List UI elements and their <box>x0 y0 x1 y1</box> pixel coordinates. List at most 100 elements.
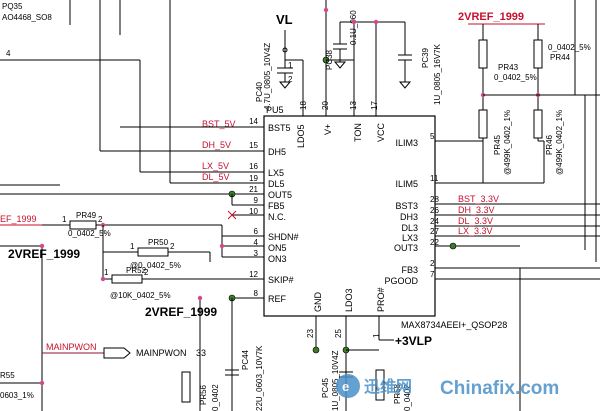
out3-node-green <box>449 242 457 250</box>
pc40-pin2: 2 <box>288 75 293 84</box>
pinnum-4: 4 <box>254 238 259 247</box>
pc38-ref: PC38 <box>325 49 334 70</box>
net-vref-left: 2VREF_1999 <box>8 247 80 261</box>
pr43-ref: PR43 <box>498 63 519 72</box>
pinnum-6: 6 <box>254 227 259 236</box>
net-lx-5v: LX_5V <box>202 161 229 171</box>
pin-ref: REF <box>268 294 287 304</box>
pr46-resistor <box>533 109 543 139</box>
pin-bst5: BST5 <box>268 123 291 133</box>
svg-text:e: e <box>342 379 349 394</box>
net-dh-5v: DH_5V <box>202 140 231 150</box>
pr50-ref: PR50 <box>148 238 169 247</box>
pinnum-22: 22 <box>430 238 439 247</box>
pin-dh5: DH5 <box>268 147 286 157</box>
pr56-resistor <box>181 371 191 403</box>
pc40-pin1: 1 <box>288 61 293 70</box>
pin-shdn: SHDN# <box>268 232 299 242</box>
pr49-resistor <box>69 220 97 230</box>
pin-dl3: DL3 <box>401 223 418 233</box>
mainpwon-sheet-ref: 33 <box>196 348 206 358</box>
pinnum-25: 25 <box>334 329 343 338</box>
right-pin-leads <box>435 140 600 411</box>
pinnum-17: 17 <box>370 101 379 110</box>
r55-value: 0603_1% <box>0 391 34 400</box>
top-node-1 <box>351 19 357 25</box>
pr44-ref: PR44 <box>550 53 571 62</box>
pc38-value: 0.1U_060 <box>349 10 358 45</box>
pr56-value: 0_0402 <box>211 384 220 411</box>
r55-ref: R55 <box>0 371 15 380</box>
mainpwon-offpage-connector <box>103 347 131 359</box>
pinnum-16: 16 <box>249 162 258 171</box>
pr50-value: @0_0402_5% <box>130 261 181 270</box>
pin-ilim5: ILIM5 <box>395 179 418 189</box>
pin-pgood: PGOOD <box>384 276 418 286</box>
pinnum-21: 21 <box>249 185 258 194</box>
pin-vplus: V+ <box>323 124 333 135</box>
pc44-capacitor <box>225 369 239 376</box>
pr50-resistor <box>137 247 169 257</box>
watermark-logo-icon <box>336 374 360 398</box>
pin-ton: TON <box>353 123 363 142</box>
pr52-pin1: 1 <box>104 268 109 277</box>
pin-dl5: DL5 <box>268 179 285 189</box>
pr52-value: @10K_0402_5% <box>110 291 171 300</box>
pc40-value: 4.7U_0805_10V4Z <box>263 43 272 110</box>
pin-ilim3: ILIM3 <box>395 138 418 148</box>
pr58-value: 0_0402 <box>403 384 412 411</box>
pc39-capacitor <box>398 22 412 89</box>
pr49-pin1: 1 <box>62 215 67 224</box>
pr56-ref: PR56 <box>199 384 208 405</box>
pin-lx5: LX5 <box>268 168 284 178</box>
pinnum-19: 19 <box>249 174 258 183</box>
pq35-part: AO4468_SO8 <box>2 13 52 22</box>
pr58-resistor <box>375 369 385 401</box>
pr44-resistor <box>533 39 543 69</box>
pc38-capacitor <box>333 22 347 69</box>
net-dl-3v3: DL_3.3V <box>458 216 493 226</box>
pr49-value: 0_0402_5% <box>68 229 111 238</box>
ic-body <box>263 115 436 317</box>
pc40-capacitor <box>277 60 293 89</box>
pinnum-26: 26 <box>430 206 439 215</box>
ic-part: MAX8734AEEI+_QSOP28 <box>401 320 507 330</box>
net-3vlp: +3VLP <box>395 334 432 348</box>
misc-pin-4: 4 <box>6 49 11 58</box>
pr43-resistor <box>478 39 488 69</box>
pin-dh3: DH3 <box>400 212 418 222</box>
pr52-resistor <box>111 274 143 284</box>
vplus-top-node <box>323 7 329 13</box>
pin-pro: PRO# <box>376 287 386 312</box>
nc-x-mark <box>227 210 237 220</box>
pin-bst3: BST3 <box>395 201 418 211</box>
chinafix-watermark: e 迅维网 Chinafix.com <box>336 374 559 399</box>
pin-fb5: FB5 <box>268 201 285 211</box>
pinnum-7: 7 <box>430 270 435 279</box>
pin-on3: ON3 <box>268 254 287 264</box>
watermark-en: Chinafix.com <box>440 378 559 399</box>
pr46-ref: PR46 <box>545 134 554 155</box>
pin-gnd: GND <box>313 292 323 313</box>
pr49-pin2: 2 <box>98 215 103 224</box>
pinnum-23: 23 <box>306 329 315 338</box>
mainpwon-offpage-label: MAINPWON <box>136 348 187 358</box>
pr52-ref: PR52 <box>126 266 147 275</box>
pr45-value: @499K_0402_1% <box>503 110 512 175</box>
pr44-value: 0_0402_5% <box>548 43 591 52</box>
pc39-value: 1U_0805_16V7K <box>433 43 442 105</box>
pinnum-1: 1 <box>372 333 381 338</box>
net-dh-3v3: DH_3.3V <box>458 205 495 215</box>
watermark-cn: 迅维网 <box>364 377 412 396</box>
pinnum-10: 10 <box>249 207 258 216</box>
top-node-2 <box>373 19 379 25</box>
pq35-ref: PQ35 <box>2 2 23 11</box>
pc44-value: 22U_0603_10V7K <box>255 345 264 411</box>
ic-ref: PU5 <box>266 105 284 115</box>
net-lx-3v3: LX_3.3V <box>458 226 493 236</box>
left-pin-leads <box>222 126 264 299</box>
pr45-resistor <box>478 109 488 139</box>
pin-ldo5: LDO5 <box>296 124 306 148</box>
vl-label: VL <box>276 12 293 27</box>
net-vref-left-red: EF_1999 <box>0 214 37 224</box>
